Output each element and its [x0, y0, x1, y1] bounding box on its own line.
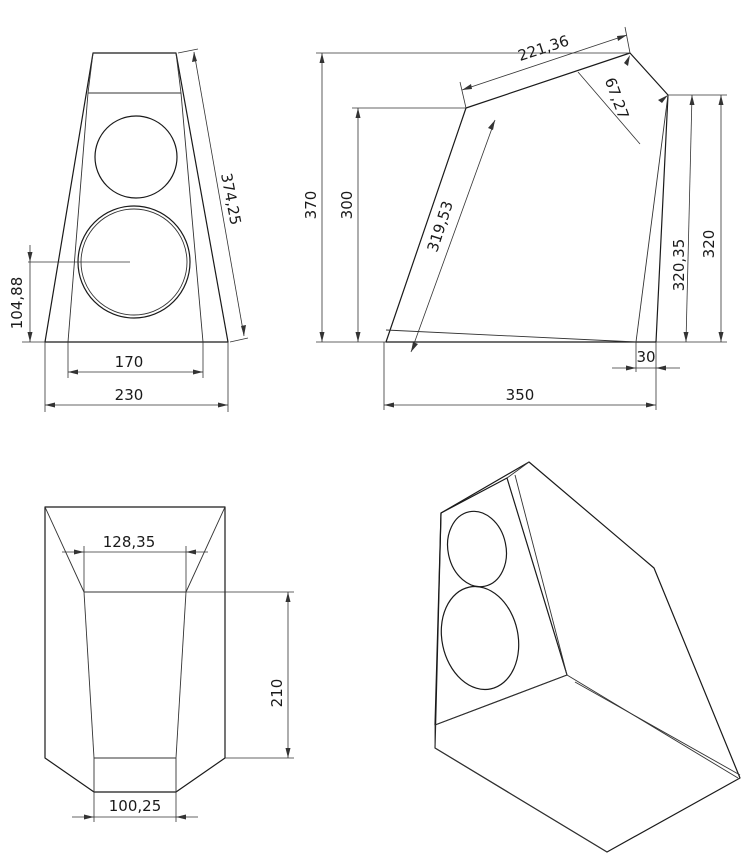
tweeter-circle — [94, 115, 178, 199]
dim-label-67: 67,27 — [601, 75, 633, 122]
dim-label-320: 320 — [700, 230, 718, 259]
arrowhead — [27, 252, 33, 262]
arrowhead — [84, 814, 94, 820]
dim-label-320-35: 320,35 — [670, 239, 688, 292]
iso-base-side — [566, 674, 739, 779]
iso-base-front — [434, 674, 568, 726]
iso-outline — [434, 461, 741, 853]
arrowhead — [319, 53, 325, 63]
arrowhead — [176, 814, 186, 820]
arrowhead — [192, 52, 197, 62]
dim-slant-ext-top — [177, 48, 199, 54]
side-back-inner — [635, 94, 669, 343]
top-diag-left — [44, 506, 85, 593]
top-view: 128,35 210 100,25 — [44, 506, 294, 822]
front-inner-right-edge — [180, 92, 204, 343]
arrowhead — [384, 402, 394, 408]
arrowhead — [462, 84, 472, 90]
dim-label-210: 210 — [268, 679, 286, 708]
dim-label-100: 100,25 — [109, 797, 162, 815]
iso-front-face — [434, 477, 568, 726]
arrowhead — [624, 55, 630, 66]
arrowhead — [27, 332, 33, 342]
arrowhead — [656, 365, 666, 371]
arrowhead — [411, 342, 418, 352]
dim-221-line — [461, 34, 628, 91]
arrowhead — [718, 95, 724, 105]
top-diag-right — [185, 506, 226, 593]
dim-221-ext-left — [459, 81, 467, 109]
top-inner-right — [175, 591, 187, 759]
front-left-bevel — [87, 52, 94, 94]
front-right-bevel — [175, 52, 182, 94]
dim-221-ext-right — [624, 26, 631, 54]
dim-label-30: 30 — [636, 348, 655, 366]
dim-label-319: 319,53 — [424, 199, 457, 254]
arrowhead — [241, 325, 246, 336]
side-bottom-inner — [385, 329, 637, 343]
dim-label-128: 128,35 — [103, 533, 156, 551]
arrowhead — [186, 549, 196, 555]
arrowhead — [74, 549, 84, 555]
arrowhead — [68, 369, 78, 375]
arrowhead — [617, 35, 627, 41]
arrowhead — [646, 402, 656, 408]
front-inner-left-edge — [67, 92, 89, 343]
arrowhead — [285, 592, 291, 602]
iso-base-side-2 — [574, 681, 741, 776]
arrowhead — [319, 332, 325, 342]
iso-base-bottom — [434, 747, 608, 853]
arrowhead — [355, 332, 361, 342]
iso-tweeter — [446, 510, 508, 588]
iso-front-bevel — [506, 461, 530, 479]
top-inner-left — [83, 591, 95, 759]
dim-slant-line — [193, 51, 245, 337]
dim-320-35-line — [685, 94, 693, 343]
arrowhead — [689, 95, 695, 105]
arrowhead — [355, 108, 361, 118]
dim-label-230: 230 — [115, 386, 144, 404]
iso-bevel-edge — [514, 474, 568, 676]
dim-label-170: 170 — [115, 353, 144, 371]
arrowhead — [193, 369, 203, 375]
dim-label-104: 104,88 — [8, 277, 26, 330]
dim-slant-ext-bottom — [229, 337, 249, 343]
front-view: 374,25 104,88 170 230 — [8, 48, 249, 412]
dim-label-350: 350 — [506, 386, 535, 404]
side-outline — [385, 52, 669, 343]
iso-woofer — [440, 585, 520, 691]
dim-label-221: 221,36 — [516, 32, 571, 65]
dim-319-line — [410, 119, 496, 353]
arrowhead — [683, 332, 689, 342]
isometric-view — [434, 461, 741, 853]
arrowhead — [45, 402, 55, 408]
arrowhead — [218, 402, 228, 408]
side-view: 221,36 67,27 370 300 319,53 320,35 — [302, 26, 727, 410]
arrowhead — [488, 120, 495, 130]
arrowhead — [718, 332, 724, 342]
arrowhead — [658, 95, 668, 103]
dim-label-374: 374,25 — [217, 172, 245, 227]
dim-label-370: 370 — [302, 191, 320, 220]
arrowhead — [626, 365, 636, 371]
arrowhead — [285, 748, 291, 758]
dim-67-line — [577, 71, 641, 145]
dim-label-300: 300 — [338, 191, 356, 220]
